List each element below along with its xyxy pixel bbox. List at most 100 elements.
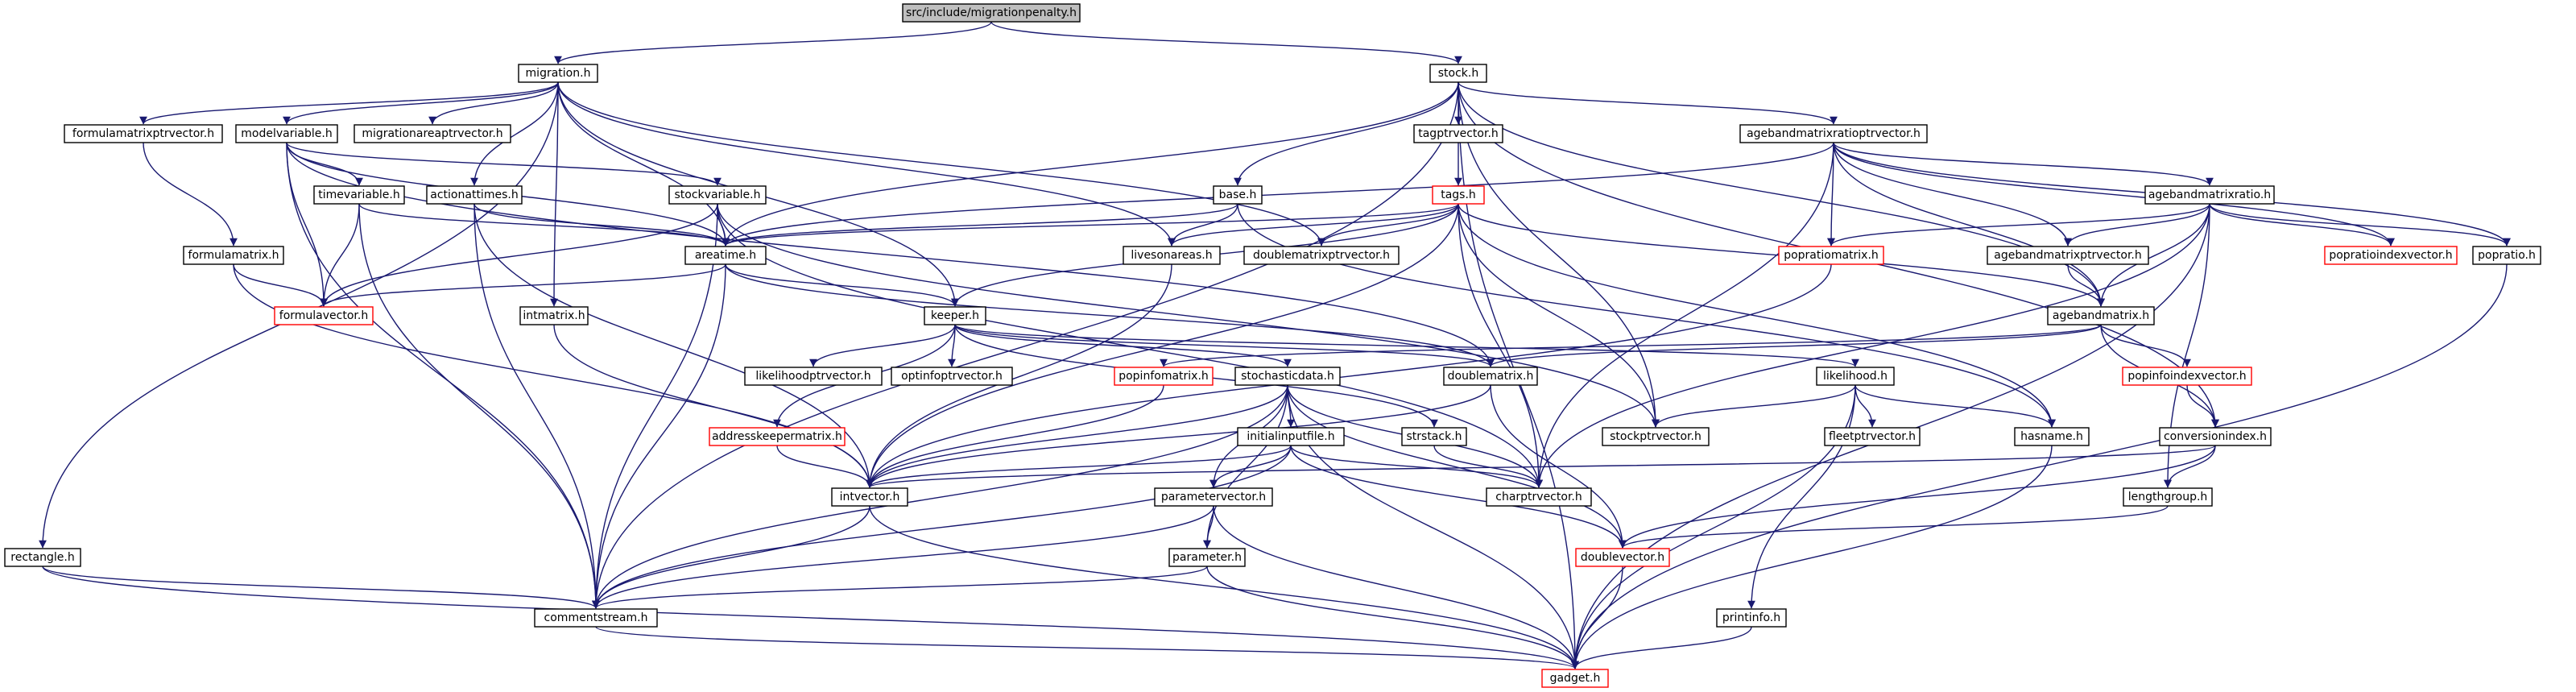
node-livesonareas[interactable]: livesonareas.h (1123, 246, 1221, 265)
edge-keeper-to-stochasticdata (954, 324, 1292, 367)
node-actionattimes[interactable]: actionattimes.h (426, 185, 523, 205)
edge-rectangle-to-commentstream (42, 566, 600, 609)
node-label-initialinputfile: initialinputfile.h (1247, 430, 1334, 443)
node-areatime[interactable]: areatime.h (684, 246, 767, 265)
nodes-layer: src/include/migrationpenalty.h migration.… (4, 3, 2541, 688)
node-stockptrvector[interactable]: stockptrvector.h (1602, 427, 1710, 446)
node-label-livesonareas: livesonareas.h (1131, 249, 1212, 262)
node-label-timevariable: timevariable.h (318, 189, 399, 201)
node-doublematrix[interactable]: doublematrix.h (1443, 367, 1538, 386)
node-intmatrix[interactable]: intmatrix.h (519, 306, 589, 325)
edge-livesonareas-to-intvector (866, 263, 1172, 488)
node-lengthgroup[interactable]: lengthgroup.h (2123, 487, 2213, 507)
node-label-charptrvector: charptrvector.h (1495, 491, 1582, 503)
node-box-strstack (1401, 427, 1467, 446)
node-optinfoptrvector[interactable]: optinfoptrvector.h (891, 367, 1013, 386)
node-modelvariable[interactable]: modelvariable.h (235, 124, 338, 143)
node-rectangle[interactable]: rectangle.h (4, 548, 81, 567)
node-box-rectangle (4, 548, 81, 567)
edge-stock-to-commentstream (592, 81, 1459, 609)
edge-popratiomatrix-to-intvector (866, 263, 1832, 488)
node-popratio[interactable]: popratio.h (2472, 246, 2541, 265)
edge-tags-to-doublematrixptrvector (1317, 203, 1459, 247)
node-agebandmatrixptrvector[interactable]: agebandmatrixptrvector.h (1987, 246, 2149, 265)
node-popinfomatrix[interactable]: popinfomatrix.h (1114, 367, 1214, 386)
node-label-stockvariable: stockvariable.h (675, 189, 761, 201)
node-addresskeepermatrix[interactable]: addresskeepermatrix.h (709, 427, 846, 446)
node-parametervector[interactable]: parametervector.h (1154, 487, 1273, 507)
node-box-commentstream (534, 608, 658, 628)
node-label-lengthgroup: lengthgroup.h (2128, 491, 2208, 503)
node-timevariable[interactable]: timevariable.h (313, 185, 405, 205)
edge-timevariable-to-areatime (358, 203, 730, 247)
node-label-migration: migration.h (526, 67, 591, 80)
node-tags[interactable]: tags.h (1432, 185, 1485, 205)
node-printinfo[interactable]: printinfo.h (1716, 608, 1787, 628)
edge-parametervector-to-gadget (1213, 505, 1579, 669)
node-fleetptrvector[interactable]: fleetptrvector.h (1824, 427, 1921, 446)
node-box-agebandmatrixratio (2144, 185, 2275, 205)
node-label-popinfoindexvector: popinfoindexvector.h (2127, 370, 2246, 383)
node-box-actionattimes (426, 185, 523, 205)
node-box-addresskeepermatrix (709, 427, 846, 446)
node-doublematrixptrvector[interactable]: doublematrixptrvector.h (1243, 246, 1400, 265)
node-popinfoindexvector[interactable]: popinfoindexvector.h (2122, 367, 2252, 386)
node-box-gadget (1541, 669, 1609, 688)
node-root[interactable]: src/include/migrationpenalty.h (902, 3, 1081, 23)
node-label-actionattimes: actionattimes.h (430, 189, 518, 201)
edge-rectangle-to-gadget (42, 566, 1579, 669)
node-formulavector[interactable]: formulavector.h (274, 306, 374, 325)
node-box-tagptrvector (1413, 124, 1503, 143)
node-conversionindex[interactable]: conversionindex.h (2159, 427, 2272, 446)
node-migration[interactable]: migration.h (518, 64, 598, 83)
node-keeper[interactable]: keeper.h (924, 306, 986, 325)
edge-initialinputfile-to-charptrvector (1290, 445, 1543, 488)
node-charptrvector[interactable]: charptrvector.h (1486, 487, 1592, 507)
node-base[interactable]: base.h (1213, 185, 1263, 205)
node-strstack[interactable]: strstack.h (1401, 427, 1467, 446)
node-box-stochasticdata (1234, 367, 1341, 386)
node-agebandmatrix[interactable]: agebandmatrix.h (2047, 306, 2155, 325)
node-tagptrvector[interactable]: tagptrvector.h (1413, 124, 1503, 143)
edge-agebandmatrixratio-to-agebandmatrix (2097, 203, 2210, 307)
node-commentstream[interactable]: commentstream.h (534, 608, 658, 628)
node-popratioindexvector[interactable]: popratioindexvector.h (2324, 246, 2458, 265)
edge-intvector-to-gadget (869, 505, 1579, 669)
node-stockvariable[interactable]: stockvariable.h (668, 185, 767, 205)
node-box-popratiomatrix (1778, 246, 1884, 265)
node-box-formulavector (274, 306, 374, 325)
node-doublevector[interactable]: doublevector.h (1575, 548, 1670, 567)
node-intvector[interactable]: intvector.h (831, 487, 908, 507)
node-agebandmatrixratio[interactable]: agebandmatrixratio.h (2144, 185, 2275, 205)
node-label-popratioindexvector: popratioindexvector.h (2329, 249, 2452, 262)
node-parameter[interactable]: parameter.h (1168, 548, 1246, 567)
node-label-root: src/include/migrationpenalty.h (906, 6, 1077, 19)
edge-formulamatrixptrvector-to-formulamatrix (143, 142, 238, 247)
node-likelihood[interactable]: likelihood.h (1816, 367, 1895, 386)
node-box-migration (518, 64, 598, 83)
node-formulamatrix[interactable]: formulamatrix.h (183, 246, 284, 265)
node-label-stockptrvector: stockptrvector.h (1610, 430, 1701, 443)
edge-actionattimes-to-areatime (473, 203, 730, 247)
node-label-base: base.h (1219, 189, 1257, 201)
node-box-likelihood (1816, 367, 1895, 386)
node-box-popratio (2472, 246, 2541, 265)
node-label-stock: stock.h (1438, 67, 1478, 80)
node-hasname[interactable]: hasname.h (2014, 427, 2090, 446)
edge-stockvariable-to-stockptrvector (717, 203, 1660, 428)
node-agebandmatrixratioptrvector[interactable]: agebandmatrixratioptrvector.h (1739, 124, 1928, 143)
node-gadget[interactable]: gadget.h (1541, 669, 1609, 688)
node-stochasticdata[interactable]: stochasticdata.h (1234, 367, 1341, 386)
edge-agebandmatrixratioptrvector-to-agebandmatrix (1833, 142, 2105, 307)
node-initialinputfile[interactable]: initialinputfile.h (1237, 427, 1345, 446)
node-likelihoodptrvector[interactable]: likelihoodptrvector.h (744, 367, 883, 386)
edge-tags-to-livesonareas (1168, 203, 1459, 247)
node-migrationareaptrvector[interactable]: migrationareaptrvector.h (354, 124, 511, 143)
edge-modelvariable-to-commentstream (286, 142, 600, 609)
node-popratiomatrix[interactable]: popratiomatrix.h (1778, 246, 1884, 265)
node-stock[interactable]: stock.h (1429, 64, 1487, 83)
edge-formulamatrix-to-formulavector (233, 263, 328, 307)
edge-stock-to-stockptrvector (1458, 81, 1660, 428)
node-formulamatrixptrvector[interactable]: formulamatrixptrvector.h (64, 124, 223, 143)
node-label-agebandmatrixratio: agebandmatrixratio.h (2148, 189, 2271, 201)
